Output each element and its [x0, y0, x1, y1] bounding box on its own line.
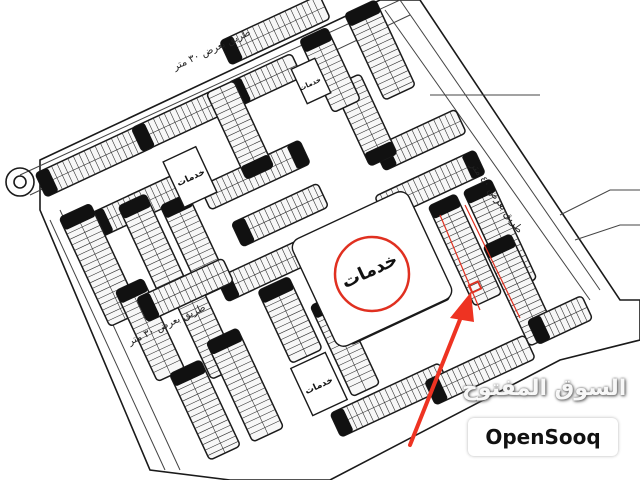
service-plot-main — [291, 191, 453, 347]
lot-block — [206, 81, 274, 179]
service-areas — [162, 57, 453, 417]
arrow-head-icon — [450, 292, 474, 322]
lot-block — [206, 328, 284, 442]
pointer-arrow — [408, 292, 474, 447]
city-blocks — [35, 0, 593, 460]
lot-block — [220, 0, 330, 65]
highlight-annotations — [333, 204, 521, 319]
service-plot-small-3 — [290, 57, 332, 105]
lot-block — [170, 360, 240, 460]
selected-plot-marker — [467, 280, 483, 294]
lot-block — [428, 194, 502, 306]
lot-block — [258, 277, 322, 363]
lot-block — [345, 0, 415, 100]
service-plot-small-2 — [289, 351, 349, 417]
service-circle-highlight — [333, 235, 411, 313]
service-plot-small-1 — [162, 145, 218, 209]
arrow-shaft — [408, 310, 465, 447]
lot-block — [527, 296, 593, 344]
plot-highlight-line-2 — [464, 204, 521, 319]
opensooq-logo: OpenSooq — [468, 418, 618, 456]
lot-block — [137, 258, 233, 322]
lot-block — [232, 183, 328, 247]
plot-highlight-line — [439, 214, 481, 311]
opensooq-arabic-watermark: السوق المفتوح — [462, 376, 627, 401]
